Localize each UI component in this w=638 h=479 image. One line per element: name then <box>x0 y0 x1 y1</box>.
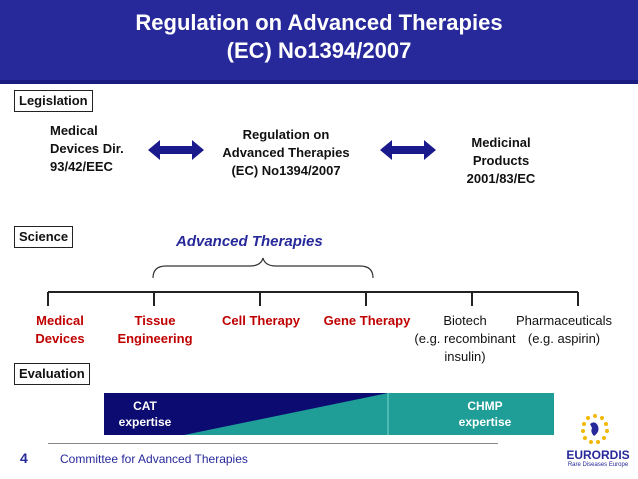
pharmaceuticals-item: Pharmaceuticals (e.g. aspirin) <box>508 312 620 348</box>
logo-subtitle: Rare Diseases Europe <box>567 462 629 468</box>
pharmaceuticals-line: Pharmaceuticals <box>515 313 613 328</box>
logo-name: EURORDIS <box>566 448 630 462</box>
eurordis-logo: EURORDIS Rare Diseases Europe <box>566 448 630 468</box>
science-spectrum-axis <box>47 291 579 306</box>
expertise-bar <box>104 393 554 435</box>
atmp-regulation: Regulation on Advanced Therapies (EC) No… <box>200 126 372 180</box>
tissue-engineering-line: Tissue <box>134 313 176 328</box>
slide-title-line-1: Regulation on Advanced Therapies <box>135 10 503 35</box>
footer-divider <box>48 443 498 444</box>
chmp-expertise-line: CHMP <box>467 399 503 413</box>
medicinal-products-directive-line: Products <box>472 153 530 168</box>
biotech-line: insulin) <box>444 349 486 364</box>
legislation-label: Legislation <box>14 90 93 112</box>
advanced-therapies-label: Advanced Therapies <box>176 233 323 250</box>
atmp-regulation-line: Advanced Therapies <box>222 145 350 160</box>
cell-therapy-item: Cell Therapy <box>221 313 301 328</box>
medical-devices-item: Medical Devices <box>24 312 96 348</box>
science-label: Science <box>14 226 74 248</box>
curly-brace <box>152 257 374 279</box>
double-arrow-icon <box>380 140 436 160</box>
biotech-line: Biotech <box>443 313 487 328</box>
medical-devices-line: Medical <box>36 313 84 328</box>
cat-expertise-line: expertise <box>118 415 172 429</box>
atmp-regulation-line: Regulation on <box>242 127 330 142</box>
eurordis-logo-icon <box>581 414 609 444</box>
evaluation-label: Evaluation <box>14 363 90 385</box>
double-arrow-icon <box>148 140 204 160</box>
medicinal-products-directive-line: 2001/83/EC <box>466 171 536 186</box>
biotech-item: Biotech (e.g. recombinant insulin) <box>402 312 528 366</box>
medical-devices-directive-line: Devices Dir. <box>50 141 124 156</box>
title-bar <box>0 0 638 80</box>
cat-expertise-line: CAT <box>133 399 157 413</box>
title-bar-shadow <box>0 80 638 84</box>
atmp-regulation-line: (EC) No1394/2007 <box>231 163 341 178</box>
medical-devices-directive-line: Medical <box>50 123 98 138</box>
medicinal-products-directive-line: Medicinal <box>471 135 531 150</box>
gene-therapy-item: Gene Therapy <box>323 313 411 328</box>
medical-devices-directive: Medical Devices Dir. 93/42/EEC <box>50 122 124 176</box>
chmp-expertise-label: CHMP expertise <box>440 398 530 430</box>
medical-devices-line: Devices <box>35 331 85 346</box>
slide-title-line-2: (EC) No1394/2007 <box>226 38 412 63</box>
page-number: 4 <box>20 450 28 466</box>
tissue-engineering-line: Engineering <box>117 331 193 346</box>
footer-text: Committee for Advanced Therapies <box>60 452 248 466</box>
medical-devices-directive-line: 93/42/EEC <box>50 159 113 174</box>
pharmaceuticals-line: (e.g. aspirin) <box>527 331 601 346</box>
chmp-region <box>184 393 554 435</box>
chmp-expertise-line: expertise <box>458 415 512 429</box>
tissue-engineering-item: Tissue Engineering <box>110 312 200 348</box>
cat-expertise-label: CAT expertise <box>108 398 182 430</box>
medicinal-products-directive: Medicinal Products 2001/83/EC <box>446 134 556 188</box>
biotech-line: (e.g. recombinant <box>414 331 516 346</box>
